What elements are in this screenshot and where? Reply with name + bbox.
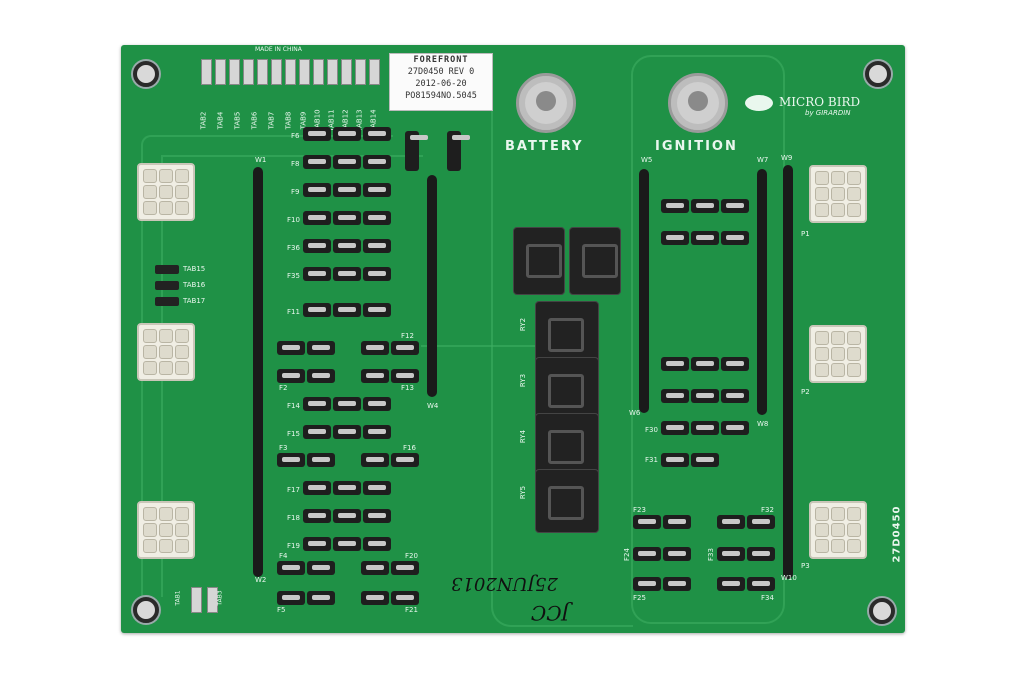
fuse-label: F32 <box>761 506 774 514</box>
connector-left-bottom <box>137 501 195 559</box>
fuse-label: F31 <box>645 456 658 464</box>
tab-label: TAB5 <box>233 111 242 130</box>
handwritten-date: 25JUN2013 <box>451 573 558 594</box>
product-sticker: FOREFRONT 27D0450 REV 0 2012-06-20 PO815… <box>389 53 493 111</box>
wire-label: W2 <box>255 576 267 584</box>
wire-label: W1 <box>255 156 267 164</box>
wire-label: W8 <box>757 420 769 428</box>
wire-w3 <box>427 175 437 397</box>
fuse-label: F9 <box>291 188 300 196</box>
fuse-label: F2 <box>279 384 288 392</box>
fuse-label: F25 <box>633 594 646 602</box>
wire-label: W6 <box>629 409 641 417</box>
wire-label: W9 <box>781 154 793 162</box>
circuit-board: MADE IN CHINA TAB2 TAB4 TAB5 TAB6 TAB7 T… <box>121 45 905 633</box>
tab-label: TAB6 <box>250 111 259 130</box>
wire-w7 <box>757 169 767 415</box>
tab-label: TAB7 <box>267 111 276 130</box>
wire-label: W5 <box>641 156 653 164</box>
connector-p2 <box>809 325 867 383</box>
fuse-label: F12 <box>401 332 414 340</box>
fuse-label: F21 <box>405 606 418 614</box>
fuse-label: F3 <box>279 444 288 452</box>
wire-w5 <box>639 169 649 413</box>
mounting-hole <box>133 597 159 623</box>
relay-label: RY2 <box>519 317 528 332</box>
connector-label: P3 <box>801 562 810 570</box>
battery-label: BATTERY <box>505 139 584 154</box>
fuse-label: F20 <box>405 552 418 560</box>
fuse-label: F30 <box>645 426 658 434</box>
connector-label: P2 <box>801 388 810 396</box>
fuse-label: F10 <box>287 216 300 224</box>
fuse-label: F13 <box>401 384 414 392</box>
side-tab-label: TAB16 <box>183 281 206 289</box>
relay-label: RY3 <box>519 373 528 388</box>
part-number: 27D0450 <box>891 505 903 563</box>
wire-w9 <box>783 165 793 579</box>
connector-p1 <box>809 165 867 223</box>
fuse-label: F33 <box>706 548 715 561</box>
fuse-label: F5 <box>277 606 286 614</box>
wire-label: W4 <box>427 402 439 410</box>
fuse-label: F8 <box>291 160 300 168</box>
fuse-label: F35 <box>287 272 300 280</box>
tab-label: TAB4 <box>216 111 225 130</box>
wire-w1 <box>253 167 263 577</box>
mounting-hole <box>869 598 895 624</box>
fuse-label: F11 <box>287 308 300 316</box>
bottom-tab-label: TAB1 <box>174 590 182 606</box>
fuse-label: F16 <box>403 444 416 452</box>
fuse-label: F15 <box>287 430 300 438</box>
wire-label: W7 <box>757 156 769 164</box>
ignition-label: IGNITION <box>655 139 738 154</box>
handwritten-initials: JCC <box>531 601 570 625</box>
tab-label: TAB2 <box>199 111 208 130</box>
fuse-label: F24 <box>622 548 631 561</box>
side-tab-label: TAB17 <box>183 297 206 305</box>
fuse-label: F34 <box>761 594 774 602</box>
fuse-label: F18 <box>287 514 300 522</box>
relay-label: RY4 <box>519 429 528 444</box>
logo-icon <box>745 95 773 111</box>
wire-label: W10 <box>781 574 797 582</box>
fuse-label: F19 <box>287 542 300 550</box>
side-tab-label: TAB15 <box>183 265 206 273</box>
mounting-hole <box>133 61 159 87</box>
made-in-label: MADE IN CHINA <box>255 46 302 53</box>
fuse-label: F14 <box>287 402 300 410</box>
connector-p3 <box>809 501 867 559</box>
connector-left-mid <box>137 323 195 381</box>
fuse-label: F17 <box>287 486 300 494</box>
relay-label: RY5 <box>519 485 528 500</box>
fuse-label: F23 <box>633 506 646 514</box>
connector-left-top <box>137 163 195 221</box>
tab-label: TAB8 <box>284 111 293 130</box>
ignition-stud <box>668 73 728 133</box>
fuse-label: F36 <box>287 244 300 252</box>
bottom-tab-label: TAB3 <box>216 590 224 606</box>
connector-label: P1 <box>801 230 810 238</box>
mounting-hole <box>865 61 891 87</box>
fuse-label: F4 <box>279 552 288 560</box>
battery-stud <box>516 73 576 133</box>
fuse-label: F6 <box>291 132 300 140</box>
